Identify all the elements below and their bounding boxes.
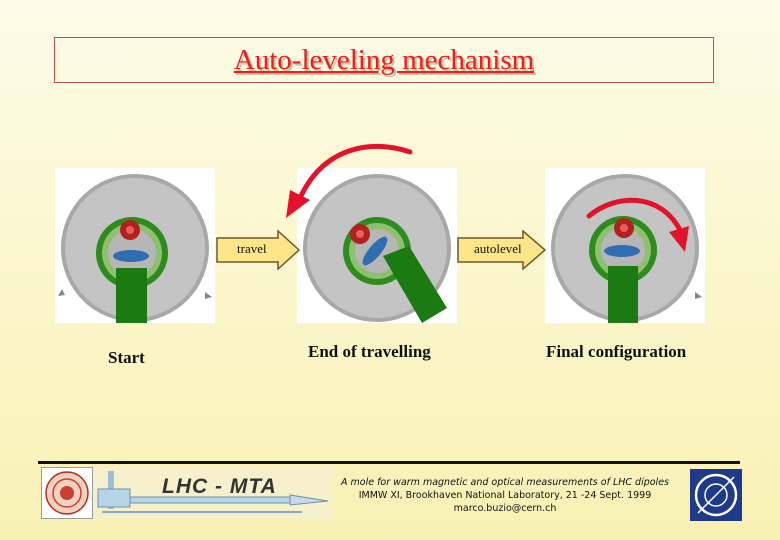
footer-line-3: marco.buzio@cern.ch (453, 503, 557, 514)
caption-end-of-travelling: End of travelling (308, 342, 431, 361)
caption-start: Start (108, 348, 145, 367)
title-box: Auto-leveling mechanism (54, 37, 714, 83)
autolevel-arrow (457, 230, 547, 270)
footer-line-2: IMMW XI, Brookhaven National Laboratory,… (358, 490, 652, 501)
slide-title: Auto-leveling mechanism (233, 43, 535, 76)
panel-end-of-travelling (297, 168, 457, 323)
lhc-mta-brand: LHC - MTA (162, 475, 277, 498)
panel-start (55, 168, 215, 323)
travel-arrow (216, 230, 301, 270)
footer-divider (38, 461, 740, 464)
counterclockwise-rotation-arrow-icon (286, 143, 413, 218)
travel-arrow-label: travel (237, 241, 267, 256)
left-logo-icon (41, 467, 93, 519)
footer-line-1: A mole for warm magnetic and optical mea… (341, 477, 669, 488)
cern-logo-icon (690, 469, 742, 521)
autolevel-arrow-label: autolevel (474, 241, 522, 256)
footer-citation: A mole for warm magnetic and optical mea… (336, 476, 674, 515)
mechanism-end-illustration (303, 174, 451, 323)
clockwise-rotation-arrow-icon (586, 197, 689, 252)
mechanism-start-illustration (58, 174, 212, 323)
lhc-mta-banner-icon (94, 467, 332, 519)
caption-final-configuration: Final configuration (546, 342, 687, 361)
